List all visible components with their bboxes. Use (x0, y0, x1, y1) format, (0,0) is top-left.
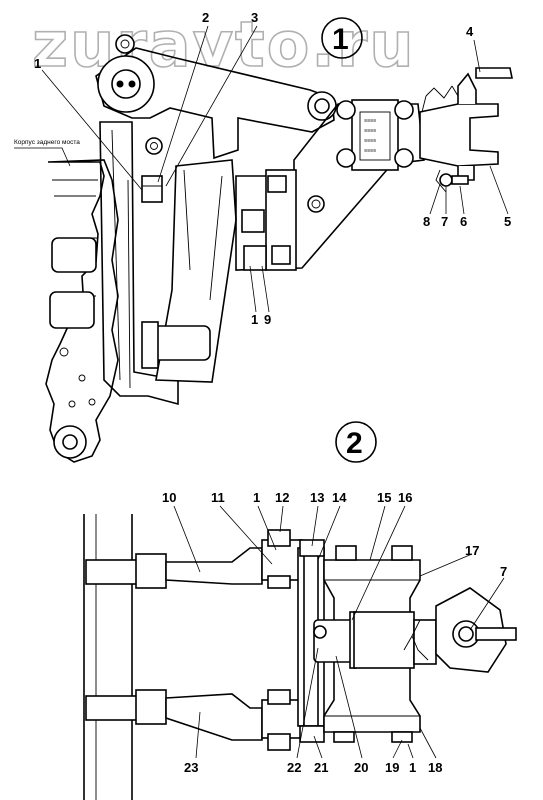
callout-top-7: 7 (441, 214, 448, 229)
view-2-circle (335, 421, 377, 463)
callout-bottom-16: 16 (398, 490, 412, 505)
callout-bottom-18: 18 (428, 760, 442, 775)
callout-bottom-1: 1 (253, 490, 260, 505)
callout-bottom-23: 23 (184, 760, 198, 775)
plate-line-4: ≡≡≡≡ (364, 148, 376, 154)
callout-bottom-14: 14 (332, 490, 347, 505)
callout-top-8: 8 (423, 214, 430, 229)
callout-top-1b: 1 (251, 312, 258, 327)
view-2-drawing (83, 514, 517, 800)
callout-bottom-22: 22 (287, 760, 301, 775)
view-2-leaders (173, 505, 505, 759)
callout-bottom-1b: 1 (409, 760, 416, 775)
callout-bottom-10: 10 (162, 490, 176, 505)
callout-bottom-11: 11 (211, 490, 225, 505)
view-1-label: 1 (332, 23, 349, 56)
callout-bottom-15: 15 (377, 490, 391, 505)
axle-housing-caption: Корпус заднего моста (14, 139, 80, 146)
callout-bottom-17: 17 (465, 543, 479, 558)
callout-bottom-12: 12 (275, 490, 289, 505)
callout-top-6: 6 (460, 214, 467, 229)
view-1-leaders (41, 25, 509, 313)
plate-line-2: ≡≡≡≡ (364, 128, 376, 134)
callout-top-4: 4 (466, 24, 474, 39)
callout-top-5: 5 (504, 214, 511, 229)
caption-leader (14, 147, 71, 167)
callout-bottom-21: 21 (314, 760, 328, 775)
view-1-circle (321, 17, 363, 59)
callout-top-9: 9 (264, 312, 271, 327)
callout-bottom-19: 19 (385, 760, 399, 775)
callout-top-1: 1 (34, 56, 41, 71)
plate-line-1: ≡≡≡≡ (364, 118, 376, 124)
view-2-label: 2 (346, 427, 363, 460)
view-1-drawing: ≡≡≡≡ ≡≡≡≡ ≡≡≡≡ ≡≡≡≡ (45, 34, 513, 463)
callout-bottom-13: 13 (310, 490, 324, 505)
callout-bottom-20: 20 (354, 760, 368, 775)
callout-top-2: 2 (202, 10, 209, 25)
callout-bottom-7: 7 (500, 564, 507, 579)
plate-line-3: ≡≡≡≡ (364, 138, 376, 144)
callout-top-3: 3 (251, 10, 258, 25)
